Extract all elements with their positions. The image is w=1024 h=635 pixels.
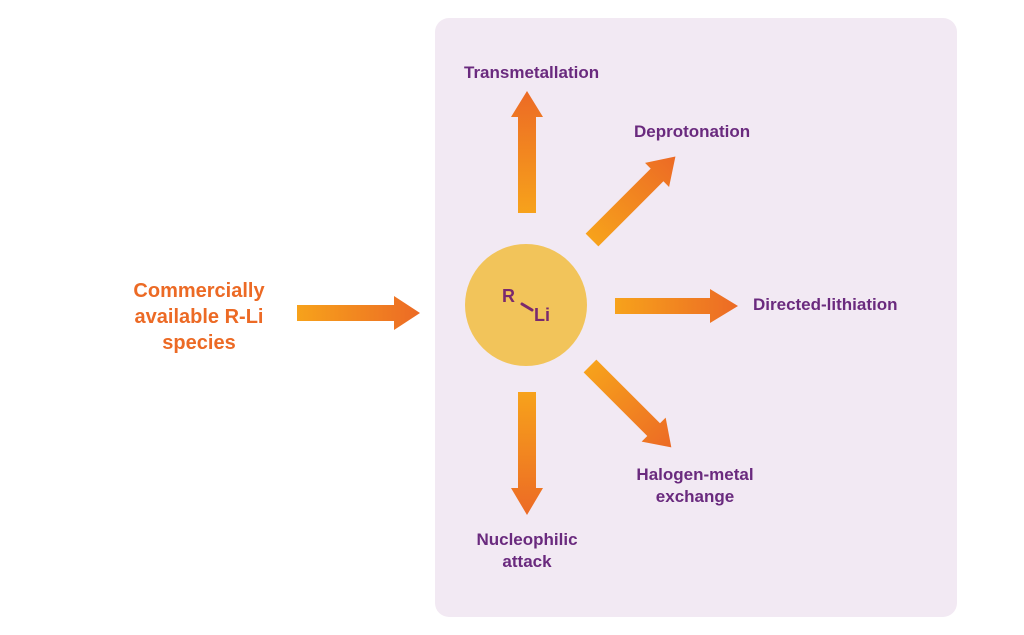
label-directed-lithiation: Directed-lithiation (753, 295, 898, 314)
halogen-line-2: exchange (655, 487, 735, 506)
source-line-2: available R-Li (134, 306, 264, 328)
arrow-deprotonation (585, 156, 676, 247)
source-line-3: species (162, 332, 236, 354)
label-nucleophilic-attack: Nucleophilic attack (462, 529, 592, 573)
source-label: Commercially available R-Li species (109, 278, 289, 356)
label-halogen-metal-exchange: Halogen-metal exchange (622, 464, 768, 508)
arrow-directed-lithiation (615, 289, 738, 323)
nucleophilic-line-2: attack (502, 552, 552, 571)
halogen-line-1: Halogen-metal (636, 465, 754, 484)
label-transmetallation: Transmetallation (464, 63, 600, 82)
input-arrow (297, 296, 420, 330)
arrow-transmetallation (511, 91, 543, 213)
arrow-halogen-metal-exchange (583, 359, 672, 448)
source-line-1: Commercially (133, 280, 265, 302)
li-label: Li (534, 305, 550, 325)
label-deprotonation: Deprotonation (634, 122, 751, 141)
r-label: R (502, 286, 515, 306)
r-li-bond (520, 302, 534, 312)
arrow-nucleophilic-attack (511, 392, 543, 515)
nucleophilic-line-1: Nucleophilic (476, 530, 578, 549)
